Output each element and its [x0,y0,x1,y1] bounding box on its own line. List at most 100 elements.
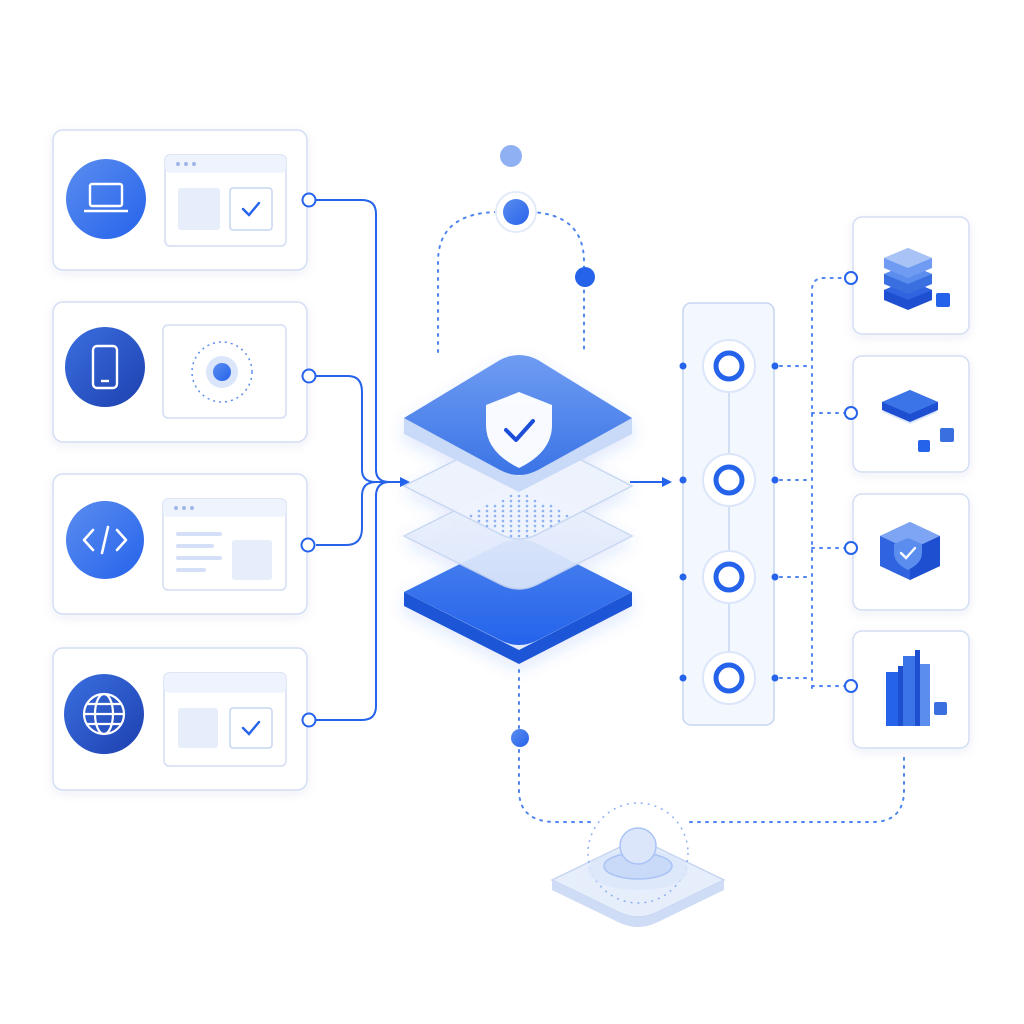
grid-dot [557,509,561,513]
grid-dot [517,509,521,513]
grid-dot [533,529,537,533]
grid-dot [485,509,489,513]
grid-dot [557,519,561,523]
grid-dot [501,524,505,528]
grid-dot [517,504,521,508]
port-database[interactable] [844,271,858,285]
check-icon [241,201,261,217]
grid-dot [517,499,521,503]
check-icon [241,720,261,736]
port-globe[interactable] [301,712,317,728]
orbit-dot-right [575,267,595,287]
grid-dot [517,534,521,538]
port-security[interactable] [844,541,858,555]
connector-phone [316,375,377,483]
grid-dot [485,519,489,523]
sensor-pad-icon [550,802,726,927]
grid-dot [541,519,545,523]
grid-dot [485,504,489,508]
grid-dot [501,499,505,503]
grid-dot [565,514,569,518]
phone-icon-badge [65,327,145,407]
grid-dot [509,504,513,508]
port-phone[interactable] [301,368,317,384]
bus-node[interactable] [679,453,779,507]
grid-dot [509,519,513,523]
bus-node[interactable] [679,550,779,604]
grid-dot [541,504,545,508]
bus-node[interactable] [679,339,779,393]
grid-dot [517,524,521,528]
connector-code [316,481,377,546]
grid-dot [509,509,513,513]
smartphone-icon [91,344,119,390]
shield-cube-icon [880,522,940,580]
sensor-connectors [518,669,905,823]
grid-dot [477,519,481,523]
grid-dot [533,514,537,518]
port-code[interactable] [300,537,316,553]
grid-dot [525,504,529,508]
shield-check-icon [486,392,552,468]
grid-dot [517,529,521,533]
grid-dot [549,514,553,518]
database-stack-icon [884,248,950,310]
grid-dot [485,514,489,518]
source-cards [52,129,317,791]
grid-dot [525,514,529,518]
grid-dot [477,509,481,513]
bus-panel [679,302,779,726]
grid-dot [541,509,545,513]
bus-node[interactable] [679,651,779,705]
grid-dot [477,514,481,518]
target-cards [844,216,970,749]
grid-dot [493,504,497,508]
core-layer-top-side [404,418,632,492]
globe-icon [82,692,126,736]
window-preview [164,154,287,247]
grid-dot [549,519,553,523]
bar-chart-icon [886,650,947,726]
code-icon [82,525,128,555]
grid-dot [469,514,473,518]
orbit-path [437,211,585,353]
connector-laptop [316,199,391,483]
port-analytics[interactable] [844,679,858,693]
sensor-link-dot [511,729,529,747]
grid-dot [501,504,505,508]
grid-dot [549,509,553,513]
grid-dot [525,509,529,513]
grid-dot [501,519,505,523]
grid-dot [525,499,529,503]
grid-dot [525,494,529,498]
grid-dot [533,499,537,503]
port-server[interactable] [844,406,858,420]
grid-dot [493,524,497,528]
laptop-icon-badge [66,159,146,239]
port-laptop[interactable] [301,192,317,208]
grid-dot [525,524,529,528]
grid-dot [541,514,545,518]
grid-dot [501,514,505,518]
laptop-icon [84,182,128,213]
grid-dot [549,524,553,528]
source-connectors [316,199,410,721]
target-connectors [779,277,847,689]
grid-dot [525,529,529,533]
grid-dot [533,519,537,523]
grid-dot [557,514,561,518]
document-preview [162,498,287,591]
grid-dot [517,514,521,518]
connector-globe [316,481,391,721]
grid-dot [485,524,489,528]
grid-dot [493,519,497,523]
grid-dot [509,499,513,503]
grid-dot [509,494,513,498]
grid-dot [493,509,497,513]
grid-dot [549,504,553,508]
grid-dot [501,529,505,533]
server-layers-icon [882,390,954,452]
grid-dot [509,529,513,533]
